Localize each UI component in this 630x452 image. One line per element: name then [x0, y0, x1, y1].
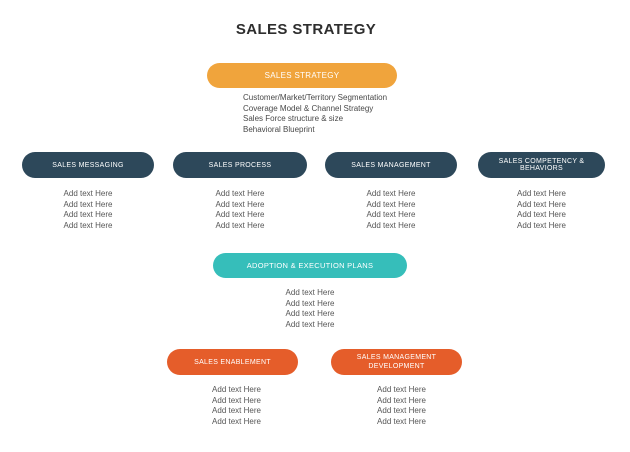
placeholder-line: Add text Here — [215, 189, 265, 198]
placeholder-line: Add text Here — [366, 210, 416, 219]
placeholder-line: Add text Here — [212, 395, 261, 405]
placeholder-line: Add text Here — [215, 199, 265, 209]
branch-pill-sales-management: SALES MANAGEMENT — [325, 152, 457, 178]
branch-pill-label: SALES MESSAGING — [52, 161, 124, 169]
placeholder-line: Add text Here — [285, 298, 335, 308]
branch-pill-sales-messaging: SALES MESSAGING — [22, 152, 154, 178]
branch-pill-label: SALES COMPETENCY & BEHAVIORS — [498, 158, 585, 172]
branch-detail-list-sales-messaging: Add text Here Add text Here Add text Her… — [22, 189, 154, 231]
placeholder-line: Add text Here — [285, 309, 335, 318]
placeholder-line: Add text Here — [63, 210, 113, 219]
placeholder-line: Add text Here — [366, 220, 416, 230]
branch-pill-label: SALES PROCESS — [208, 161, 272, 169]
program-pill-label: SALES ENABLEMENT — [194, 358, 271, 366]
placeholder-line: Add text Here — [517, 199, 566, 209]
placeholder-line: Add text Here — [215, 220, 265, 230]
detail-line: Coverage Model & Channel Strategy — [243, 103, 374, 113]
branch-pill-sales-process: SALES PROCESS — [173, 152, 307, 178]
branch-detail-list-sales-process: Add text Here Add text Here Add text Her… — [173, 189, 307, 231]
placeholder-line: Add text Here — [377, 385, 426, 394]
branch-pill-label: SALES MANAGEMENT — [351, 161, 431, 169]
program-pill-sales-management-development: SALES MANAGEMENT DEVELOPMENT — [331, 349, 462, 375]
placeholder-line: Add text Here — [63, 220, 113, 230]
branch-detail-list-sales-competency-behaviors: Add text Here Add text Here Add text Her… — [478, 189, 605, 231]
placeholder-line: Add text Here — [517, 189, 566, 198]
placeholder-line: Add text Here — [285, 319, 335, 329]
placeholder-line: Add text Here — [377, 395, 426, 405]
program-detail-list-sales-enablement: Add text Here Add text Here Add text Her… — [171, 385, 302, 427]
page-title: SALES STRATEGY — [235, 21, 377, 38]
placeholder-line: Add text Here — [366, 189, 416, 198]
placeholder-line: Add text Here — [63, 189, 113, 198]
detail-line: Behavioral Blueprint — [243, 124, 315, 134]
placeholder-line: Add text Here — [285, 288, 335, 297]
program-pill-sales-enablement: SALES ENABLEMENT — [167, 349, 298, 375]
placeholder-line: Add text Here — [366, 199, 416, 209]
adoption-execution-plans-pill: ADOPTION & EXECUTION PLANS — [213, 253, 407, 278]
branch-pill-sales-competency-behaviors: SALES COMPETENCY & BEHAVIORS — [478, 152, 605, 178]
adoption-detail-list: Add text Here Add text Here Add text Her… — [213, 288, 407, 330]
branch-detail-list-sales-management: Add text Here Add text Here Add text Her… — [325, 189, 457, 231]
placeholder-line: Add text Here — [215, 210, 265, 219]
placeholder-line: Add text Here — [212, 406, 261, 415]
placeholder-line: Add text Here — [517, 220, 566, 230]
placeholder-line: Add text Here — [212, 385, 261, 394]
placeholder-line: Add text Here — [212, 416, 261, 426]
root-pill-sales-strategy: SALES STRATEGY — [207, 63, 397, 88]
placeholder-line: Add text Here — [517, 210, 566, 219]
root-pill-label: SALES STRATEGY — [264, 71, 340, 80]
program-pill-label: SALES MANAGEMENT DEVELOPMENT — [356, 354, 437, 370]
detail-line: Customer/Market/Territory Segmentation — [243, 93, 388, 102]
adoption-pill-label: ADOPTION & EXECUTION PLANS — [246, 261, 374, 270]
placeholder-line: Add text Here — [377, 406, 426, 415]
detail-line: Sales Force structure & size — [243, 114, 344, 123]
placeholder-line: Add text Here — [63, 199, 113, 209]
program-detail-list-sales-management-development: Add text Here Add text Here Add text Her… — [336, 385, 467, 427]
root-detail-list: Customer/Market/Territory Segmentation C… — [243, 93, 387, 135]
placeholder-line: Add text Here — [377, 416, 426, 426]
